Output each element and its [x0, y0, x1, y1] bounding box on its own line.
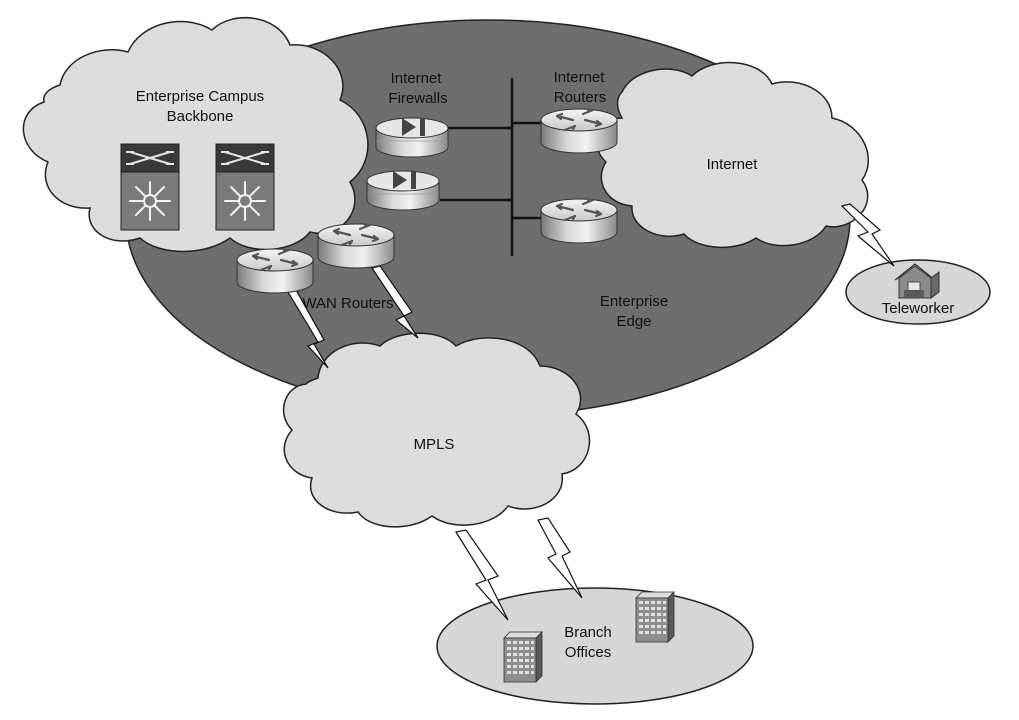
wan-serial-link-icon	[455, 529, 509, 621]
office-building-icon	[635, 591, 675, 643]
firewalls-label-line1: Internet	[391, 70, 443, 87]
internet-lan-links	[440, 78, 545, 256]
branch-label-line2: Offices	[565, 644, 611, 661]
wan-serial-link-icon	[537, 517, 583, 599]
firewall-icon	[375, 117, 449, 158]
campus-label-line1: Enterprise Campus	[136, 88, 264, 105]
mpls-cloud	[282, 332, 591, 528]
office-building-icon	[503, 631, 543, 683]
wan-serial-link-icon	[840, 203, 895, 267]
internet-label: Internet	[707, 156, 759, 173]
internet-cloud	[596, 61, 869, 248]
campus-label-line2: Backbone	[167, 108, 234, 125]
router-icon	[539, 107, 619, 155]
switch-icon	[215, 143, 275, 231]
routers-label-line1: Internet	[554, 69, 606, 86]
switch-icon	[120, 143, 180, 231]
edge-label-line1: Enterprise	[600, 293, 668, 310]
firewalls-label-line2: Firewalls	[388, 90, 447, 107]
router-icon	[235, 247, 315, 295]
wan-routers-label: WAN Routers	[302, 295, 393, 312]
routers-label-line2: Routers	[554, 89, 607, 106]
mpls-label: MPLS	[414, 436, 455, 453]
router-icon	[539, 197, 619, 245]
firewall-icon	[366, 170, 440, 211]
router-icon	[316, 222, 396, 270]
house-icon	[894, 263, 940, 299]
wan-serial-link-icon	[371, 265, 419, 339]
teleworker-label: Teleworker	[882, 300, 955, 317]
campus-backbone-cloud	[22, 17, 369, 253]
wan-serial-link-icon	[287, 289, 329, 369]
edge-label-line2: Edge	[616, 313, 651, 330]
branch-label-line1: Branch	[564, 624, 612, 641]
